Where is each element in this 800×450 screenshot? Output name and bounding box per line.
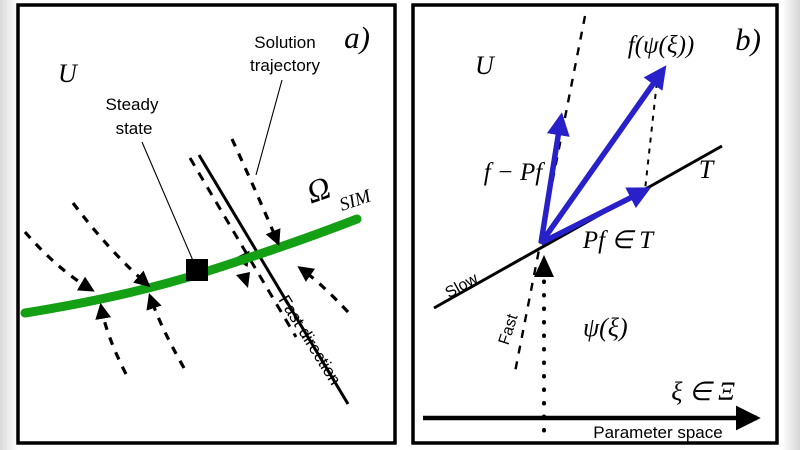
vector-f-minus-pf [538,112,570,244]
vector-f-minus-pf-label: f − Pf [484,159,546,186]
trajectory-3 [95,302,128,375]
parameter-space-label: Parameter space [593,423,722,442]
fast-direction-line [197,154,350,405]
psi-label: ψ(ξ) [583,313,628,342]
vector-pf [539,187,652,246]
xi-in-capital-xi-label: ξ ∈ Ξ [671,377,735,406]
fast-direction-dashed-companion [188,157,298,338]
panel-b: b) U T Slow Fast ψ(ξ) f(ψ(ξ)) f − Pf Pf … [411,3,779,445]
panel-a: a) U Solution trajectory Steady state Ω … [16,3,397,445]
vector-pf-label: Pf ∈ T [582,227,655,254]
trajectory-group-center [230,138,281,246]
steady-state-leader-line [141,141,195,264]
panel-a-space-label: U [58,59,79,88]
vector-f-psi-xi-label: f(ψ(ξ)) [628,32,694,59]
vector-f-psi-xi [538,65,667,245]
panel-a-letter: a) [344,20,370,55]
tangent-space-label: T [699,155,715,184]
steady-state-label-line2: state [116,119,153,138]
trajectory-5 [230,138,281,246]
trajectory-1 [23,230,95,292]
panel-b-letter: b) [735,22,761,57]
trajectory-group-left [23,202,186,375]
trajectory-group-right [297,266,350,314]
psi-arrowhead [534,255,554,277]
solution-trajectory-leader-line [255,79,283,176]
panel-b-frame [411,3,779,445]
projection-dashed-line [644,71,659,191]
trajectory-6 [297,266,350,314]
steady-state-marker [186,259,208,281]
solution-trajectory-label-line1: Solution [254,33,315,52]
steady-state-label-line1: Steady [106,95,159,114]
solution-trajectory-label-line2: trajectory [250,56,320,75]
trajectory-2 [71,202,151,288]
panel-b-space-label: U [475,51,496,80]
fast-trajectory-arrowhead-lower [236,272,250,288]
